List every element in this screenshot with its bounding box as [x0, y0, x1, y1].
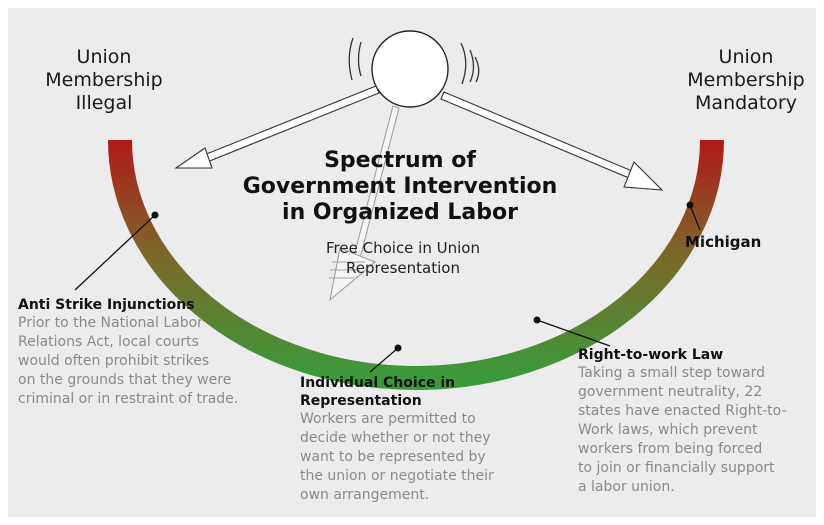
right-to-work-line-1: Taking a small step toward: [578, 365, 766, 381]
leader-right-to-work: [533, 316, 611, 347]
title-line1: Spectrum of: [324, 148, 476, 173]
right-arrow-icon: [440, 91, 664, 191]
anti-strike-block: Anti Strike Injunctions Prior to the Nat…: [18, 296, 278, 409]
anti-strike-line-2: Relations Act, local courts: [18, 334, 199, 350]
anti-strike-line-4: on the grounds that they were: [18, 372, 232, 388]
right-end-label: Union Membership Mandatory: [678, 46, 814, 115]
free-choice-line1: Free Choice in Union: [326, 239, 480, 257]
individual-choice-heading-2: Representation: [300, 393, 422, 409]
michigan-label: Michigan: [685, 233, 762, 251]
anti-strike-line-3: would often prohibit strikes: [18, 353, 210, 369]
right-to-work-line-2: government neutrality, 22: [578, 384, 763, 400]
right-to-work-line-6: to join or financially support: [578, 460, 775, 476]
right-to-work-line-3: states have enacted Right-to-: [578, 403, 787, 419]
free-choice-line2: Representation: [346, 259, 460, 277]
leader-anti-strike: [74, 211, 159, 291]
left-end-line2: Membership: [45, 69, 163, 91]
left-arrow-icon: [174, 85, 380, 169]
individual-choice-block: Individual Choice in Representation Work…: [300, 374, 560, 505]
right-to-work-heading: Right-to-work Law: [578, 347, 724, 363]
right-to-work-line-5: workers from being forced: [578, 441, 763, 457]
right-to-work-line-4: Work laws, which prevent: [578, 422, 758, 438]
free-choice-label: Free Choice in Union Representation: [300, 238, 506, 278]
left-end-label: Union Membership Illegal: [42, 46, 166, 115]
individual-choice-heading-1: Individual Choice in: [300, 375, 456, 391]
right-end-line3: Mandatory: [695, 92, 797, 114]
individual-choice-line-5: own arrangement.: [300, 487, 430, 503]
individual-choice-line-2: decide whether or not they: [300, 430, 491, 446]
right-to-work-block: Right-to-work Law Taking a small step to…: [578, 346, 814, 497]
leader-individual-choice: [369, 344, 402, 373]
right-end-line1: Union: [718, 46, 774, 68]
individual-choice-line-3: want to be represented by: [300, 449, 486, 465]
left-end-line3: Illegal: [75, 92, 133, 114]
anti-strike-heading: Anti Strike Injunctions: [18, 297, 195, 313]
diagram-title: Spectrum of Government Intervention in O…: [205, 148, 595, 226]
title-line2: Government Intervention: [242, 174, 558, 199]
anti-strike-line-1: Prior to the National Labor: [18, 315, 203, 331]
right-end-line2: Membership: [687, 69, 805, 91]
pointer-icon: [348, 30, 480, 108]
spectrum-arc: [108, 139, 724, 390]
right-to-work-line-7: a labor union.: [578, 479, 675, 495]
left-end-line1: Union: [76, 46, 132, 68]
individual-choice-line-4: the union or negotiate their: [300, 468, 494, 484]
anti-strike-line-5: criminal or in restraint of trade.: [18, 391, 239, 407]
leader-michigan: [686, 201, 701, 231]
down-arrow-icon: [329, 105, 400, 302]
individual-choice-line-1: Workers are permitted to: [300, 411, 476, 427]
title-line3: in Organized Labor: [282, 200, 518, 225]
